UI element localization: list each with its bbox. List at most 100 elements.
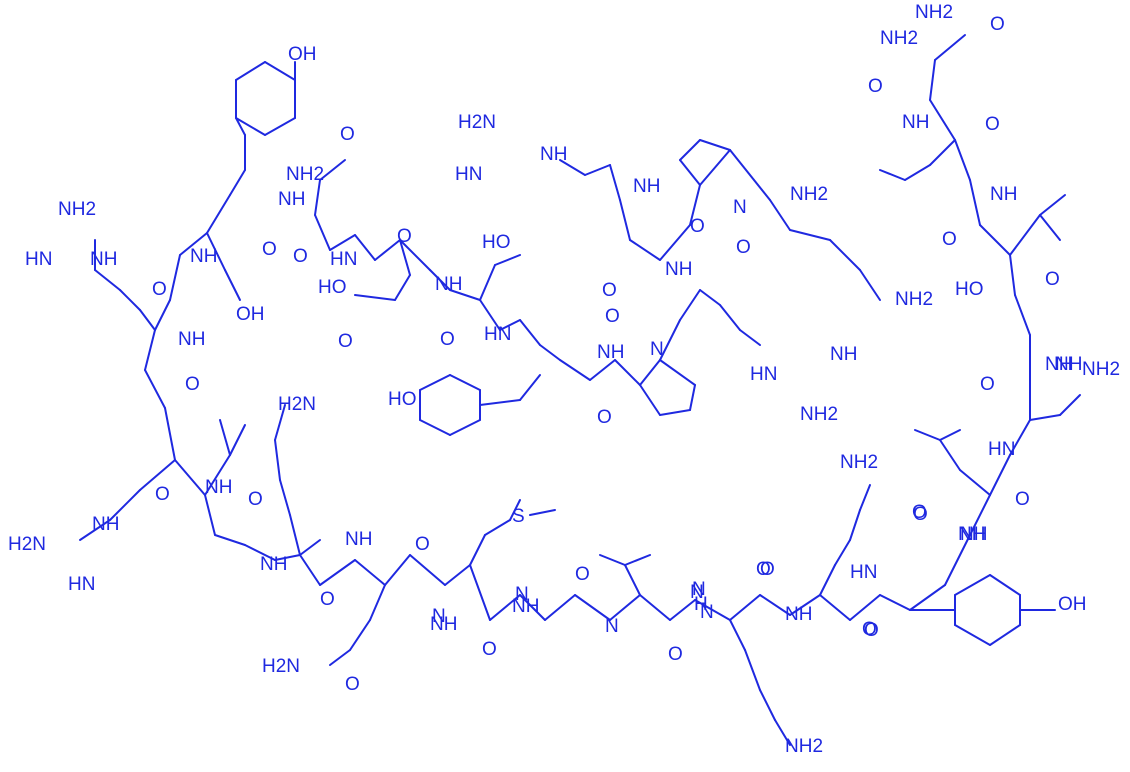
atom-label: NH: [278, 189, 305, 210]
bond-line: [829, 239, 861, 271]
bond-line: [329, 649, 351, 666]
atom-label: O: [575, 564, 590, 585]
bond-line: [989, 574, 1021, 596]
bond-line: [639, 359, 661, 386]
atom-label: N: [700, 602, 714, 623]
atom-label: NH: [960, 524, 987, 545]
bond-line: [954, 624, 991, 646]
bond-line: [519, 319, 541, 346]
bond-line: [659, 224, 691, 261]
atom-label: O: [980, 374, 995, 395]
bond-line: [394, 274, 411, 301]
atom-label: HO: [955, 279, 984, 300]
bond-line: [1009, 214, 1041, 256]
bond-line: [119, 289, 141, 311]
atom-label: H: [694, 594, 708, 615]
bond-line: [206, 194, 231, 234]
atom-label: H2N: [262, 656, 300, 677]
bond-line: [274, 554, 301, 561]
bond-line: [235, 117, 266, 136]
bond-line: [699, 139, 731, 151]
bond-line: [144, 329, 156, 371]
bond-line: [314, 179, 321, 216]
atom-label: O: [1045, 269, 1060, 290]
bond-line: [314, 214, 331, 251]
bond-line: [819, 594, 851, 621]
bond-line: [904, 164, 931, 181]
atom-label: S: [512, 506, 525, 527]
bond-line: [769, 199, 791, 231]
atom-label: O: [397, 226, 412, 247]
atom-label: O: [597, 407, 612, 428]
bond-line: [235, 61, 266, 81]
bond-line: [179, 232, 208, 256]
atom-label: O: [152, 279, 167, 300]
bond-line: [929, 139, 956, 166]
atom-label: O: [985, 114, 1000, 135]
atom-label: O: [185, 374, 200, 395]
bond-line: [499, 319, 521, 331]
atom-label: NH: [178, 329, 205, 350]
bond-line: [679, 289, 701, 321]
bond-line: [429, 269, 451, 291]
atom-label: O: [345, 674, 360, 695]
bond-line: [139, 459, 176, 491]
atom-label: HN: [850, 562, 877, 583]
bond-line: [1059, 394, 1081, 416]
atom-label: HN: [484, 324, 511, 345]
bond-line: [619, 199, 631, 241]
bond-line: [449, 419, 481, 436]
atom-label: O: [440, 329, 455, 350]
bond-line: [909, 584, 946, 611]
atom-label: O: [690, 216, 705, 237]
atom-label: NH: [90, 249, 117, 270]
bond-line: [354, 559, 386, 586]
bond-line: [139, 309, 156, 331]
atom-label: NH: [785, 604, 812, 625]
bond-line: [859, 484, 871, 511]
bond-line: [954, 574, 991, 596]
bond-line: [206, 232, 226, 271]
atom-label: N: [690, 582, 704, 603]
bond-line: [494, 254, 521, 266]
bond-line: [1039, 214, 1061, 241]
bond-line: [169, 254, 181, 301]
atom-label: NH2: [785, 736, 823, 757]
atom-label: O: [338, 331, 353, 352]
atom-label: NH2: [58, 199, 96, 220]
bond-line: [509, 499, 521, 521]
bond-line: [204, 454, 231, 496]
bond-line: [489, 594, 521, 621]
bond-line: [244, 544, 276, 561]
atom-label: NH: [205, 477, 232, 498]
atom-label: HO: [482, 232, 511, 253]
bond-line: [329, 234, 356, 251]
bond-line: [759, 689, 776, 721]
bond-line: [584, 164, 611, 176]
atom-label: NH2: [286, 164, 324, 185]
bond-line: [264, 117, 296, 136]
bond-line: [739, 329, 761, 346]
bond-line: [669, 599, 696, 621]
atom-label: NH: [260, 554, 287, 575]
bond-line: [939, 439, 961, 471]
bond-line: [559, 159, 586, 176]
atom-label: HN: [750, 364, 777, 385]
bond-line: [274, 439, 281, 481]
bond-line: [219, 419, 231, 456]
bond-line: [659, 359, 696, 386]
bond-line: [544, 594, 576, 621]
bond-line: [879, 169, 906, 181]
bond-line: [449, 289, 481, 301]
bond-line: [449, 374, 481, 391]
bond-line: [164, 407, 176, 461]
atom-label: O: [293, 246, 308, 267]
atom-label: N: [605, 616, 619, 637]
atom-label: NH: [92, 514, 119, 535]
atom-label: NH: [665, 259, 692, 280]
atom-label: NH2: [915, 2, 953, 23]
bond-line: [399, 239, 431, 271]
atom-label: NH: [633, 176, 660, 197]
bond-line: [264, 61, 296, 81]
bond-line: [174, 459, 206, 496]
